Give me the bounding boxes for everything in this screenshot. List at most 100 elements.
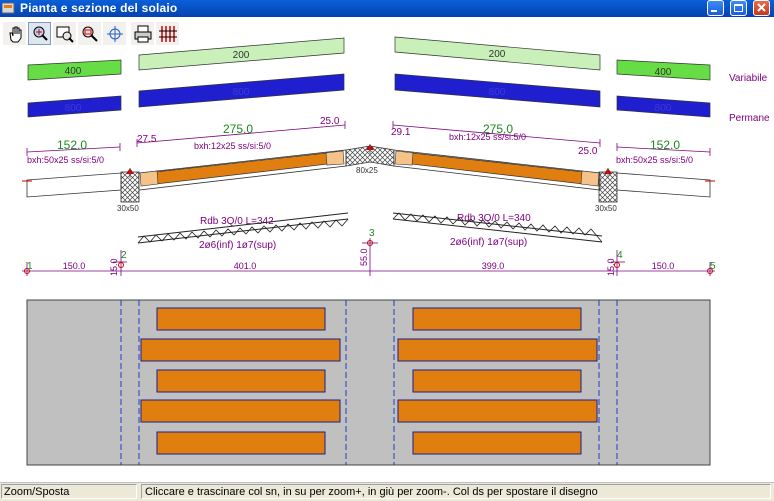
span-length: 401.0: [234, 261, 257, 271]
variabile-load-bar[interactable]: [138, 37, 345, 71]
status-mode: Zoom/Sposta: [1, 484, 137, 499]
right-main-spec: bxh:12x25 ss/si:5/0: [449, 132, 526, 142]
variabile-value: 400: [655, 67, 672, 78]
minimize-icon: [711, 10, 717, 12]
joist-rect[interactable]: [156, 369, 326, 393]
support-node[interactable]: [367, 240, 373, 246]
right-beam-size: 30x50: [595, 204, 617, 213]
pan-hand-button[interactable]: [3, 22, 26, 45]
left-truss[interactable]: [137, 212, 349, 244]
maximize-icon: [734, 4, 743, 12]
left-rdb-title: Rdb 3Q/0 L=342: [200, 216, 274, 227]
section-annotations: 152.0 bxh:50x25 ss/si:5/0 27.5 275.0 25.…: [26, 116, 711, 165]
slab-plan: [26, 299, 711, 466]
variabile-value: 200: [233, 50, 250, 61]
permanente-value: 800: [489, 87, 506, 98]
support-width: 15.0: [109, 258, 119, 276]
permanente-load-bar[interactable]: [27, 95, 122, 118]
variabile-load-bars: 400 200 200 400 Variabile: [27, 36, 768, 84]
variabile-load-bar[interactable]: [27, 59, 122, 81]
right-main-length: 275.0: [483, 122, 513, 136]
right-rdb-title: Rdb 3Q/0 L=340: [457, 213, 531, 224]
joist-rect[interactable]: [140, 338, 341, 362]
grid-lines-icon: [159, 26, 177, 42]
print-icon: [134, 25, 152, 43]
status-hint: Cliccare e trascinare col sn, in su per …: [141, 484, 771, 499]
grid-lines: [120, 300, 618, 465]
crosshair-icon: [107, 26, 123, 42]
left-dim-a: 27.5: [137, 134, 157, 145]
joist-rect[interactable]: [397, 338, 598, 362]
toolbar: [0, 17, 774, 49]
joist-rect[interactable]: [412, 431, 582, 455]
zoom-pan-button[interactable]: [28, 22, 51, 45]
ridge-beam-size: 80x25: [356, 166, 378, 175]
window-title: Pianta e sezione del solaio: [20, 1, 178, 15]
support-node[interactable]: [118, 262, 124, 268]
right-span-spec: bxh:50x25 ss/si:5/0: [616, 155, 693, 165]
permanente-load-bar[interactable]: [138, 73, 345, 108]
left-dim-b: 25.0: [320, 116, 340, 127]
grid-lines-button[interactable]: [156, 22, 179, 45]
joist-rect[interactable]: [412, 369, 582, 393]
variabile-value: 400: [65, 66, 82, 77]
title-bar[interactable]: Pianta e sezione del solaio: [0, 0, 774, 17]
left-main-spec: bxh:12x25 ss/si:5/0: [194, 141, 271, 151]
left-beam-size: 30x50: [117, 204, 139, 213]
permanente-value: 800: [65, 103, 82, 114]
plan-view[interactable]: [26, 299, 711, 466]
support-number: 3: [369, 228, 375, 239]
permanente-label: Permane: [729, 113, 770, 124]
app-icon: [2, 2, 15, 14]
variabile-value: 200: [489, 49, 506, 60]
right-span-length: 152.0: [650, 138, 680, 152]
permanente-value: 800: [233, 87, 250, 98]
permanente-value: 800: [655, 103, 672, 114]
left-rdb-bars: 2ø6(inf) 1ø7(sup): [199, 240, 276, 251]
joist-rect[interactable]: [397, 399, 598, 423]
right-rdb-bars: 2ø6(inf) 1ø7(sup): [450, 237, 527, 248]
minimize-button[interactable]: [707, 0, 724, 16]
span-length: 399.0: [482, 261, 505, 271]
joist-rect[interactable]: [412, 307, 582, 331]
crosshair-button[interactable]: [103, 22, 126, 45]
dimension-line: 1 2 3 4 5 150.0 401.0 399.0 150.0 15.0 5…: [22, 228, 716, 276]
variabile-load-bar[interactable]: [394, 36, 601, 71]
print-button[interactable]: [131, 22, 154, 45]
zoom-window-button[interactable]: [53, 22, 76, 45]
support-number: 2: [121, 250, 127, 261]
joists: [140, 307, 598, 455]
permanente-load-bar[interactable]: [394, 73, 601, 108]
right-truss[interactable]: [392, 212, 603, 243]
support-number: 5: [710, 261, 716, 272]
status-bar: Zoom/Sposta Cliccare e trascinare col sn…: [0, 482, 774, 501]
permanente-load-bars: 800 800 800 800 Permane: [27, 73, 770, 124]
maximize-button[interactable]: [730, 0, 747, 16]
permanente-load-bar[interactable]: [616, 95, 711, 118]
right-dim-b: 25.0: [578, 146, 598, 157]
joist-rect[interactable]: [156, 431, 326, 455]
drawing-canvas[interactable]: 400 200 200 400 Variabile 800 800 800 80…: [0, 0, 774, 482]
close-icon: [757, 3, 766, 12]
variabile-load-bar[interactable]: [616, 59, 711, 81]
joist-rect[interactable]: [140, 399, 341, 423]
right-dim-a: 29.1: [391, 127, 411, 138]
joist-rect[interactable]: [156, 307, 326, 331]
zoom-all-icon: [82, 26, 98, 42]
variabile-label: Variabile: [729, 73, 768, 84]
support-node[interactable]: [614, 262, 620, 268]
left-span-length: 152.0: [57, 138, 87, 152]
left-main-length: 275.0: [223, 122, 253, 136]
hand-icon: [9, 26, 22, 43]
left-span-spec: bxh:50x25 ss/si:5/0: [27, 155, 104, 165]
slab-section: 30x50 80x25 30x50: [22, 144, 715, 213]
support-node[interactable]: [24, 268, 30, 274]
close-button[interactable]: [753, 0, 770, 16]
zoom-all-button[interactable]: [78, 22, 101, 45]
span-length: 150.0: [63, 261, 86, 271]
support-width: 15.0: [606, 258, 616, 276]
support-node[interactable]: [707, 268, 713, 274]
reinforcement: Rdb 3Q/0 L=342 2ø6(inf) 1ø7(sup) Rdb 3Q/…: [137, 212, 603, 251]
support-width: 55.0: [359, 248, 369, 266]
zoom-pan-icon: [33, 26, 48, 41]
